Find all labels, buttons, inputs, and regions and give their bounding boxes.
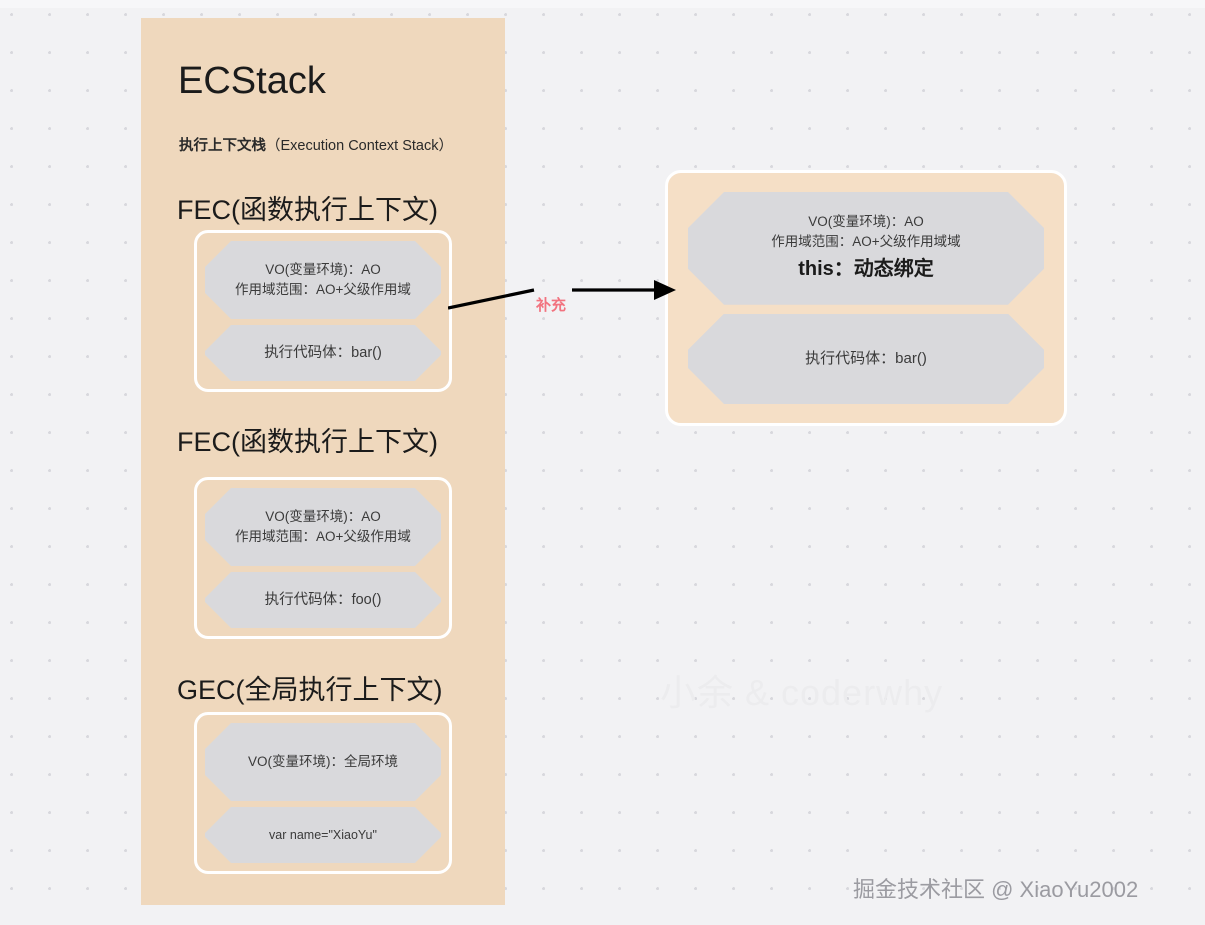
scope-line: 作用域范围：AO+父级作用域 bbox=[235, 529, 411, 544]
context-group-gec: VO(变量环境)：全局环境 var name="XiaoYu" bbox=[194, 712, 452, 874]
code-box-fec-foo: 执行代码体：foo() bbox=[205, 572, 441, 628]
vo-box-gec: VO(变量环境)：全局环境 bbox=[205, 723, 441, 801]
vo-line: VO(变量环境)：AO bbox=[265, 509, 381, 524]
context-heading-gec: GEC(全局执行上下文) bbox=[177, 675, 443, 705]
context-group-fec-foo: VO(变量环境)：AO 作用域范围：AO+父级作用域 执行代码体：foo() bbox=[194, 477, 452, 639]
scope-line: 作用域范围：AO+父级作用域 bbox=[235, 282, 411, 297]
vo-box-fec-foo: VO(变量环境)：AO 作用域范围：AO+父级作用域 bbox=[205, 488, 441, 566]
code-line: 执行代码体：foo() bbox=[264, 592, 382, 608]
ecstack-subtitle-cn: 执行上下文栈 bbox=[179, 138, 266, 154]
arrow-label: 补充 bbox=[536, 297, 567, 314]
vo-line: VO(变量环境)：全局环境 bbox=[248, 754, 398, 769]
context-group-fec-bar: VO(变量环境)：AO 作用域范围：AO+父级作用域 执行代码体：bar() bbox=[194, 230, 452, 392]
ecstack-title: ECStack bbox=[178, 60, 326, 102]
detail-vo-box: VO(变量环境)：AO 作用域范围：AO+父级作用域域 this：动态绑定 bbox=[688, 192, 1044, 305]
code-line: 执行代码体：bar() bbox=[264, 345, 382, 361]
detail-this-line: this：动态绑定 bbox=[798, 258, 934, 281]
code-line: var name="XiaoYu" bbox=[269, 828, 377, 842]
context-heading-fec-foo: FEC(函数执行上下文) bbox=[177, 427, 438, 457]
ecstack-subtitle: 执行上下文栈（Execution Context Stack） bbox=[179, 134, 453, 155]
supplement-arrow bbox=[448, 280, 676, 310]
code-box-fec-bar: 执行代码体：bar() bbox=[205, 325, 441, 381]
ecstack-subtitle-en: （Execution Context Stack） bbox=[266, 138, 453, 154]
vo-line: VO(变量环境)：AO bbox=[265, 262, 381, 277]
detail-panel: VO(变量环境)：AO 作用域范围：AO+父级作用域域 this：动态绑定 执行… bbox=[665, 170, 1067, 426]
context-heading-fec-bar: FEC(函数执行上下文) bbox=[177, 195, 438, 225]
detail-scope-line: 作用域范围：AO+父级作用域域 bbox=[771, 234, 961, 250]
top-edge-band bbox=[0, 0, 1205, 8]
corner-watermark: 掘金技术社区 @ XiaoYu2002 bbox=[853, 877, 1139, 902]
detail-code-box: 执行代码体：bar() bbox=[688, 314, 1044, 404]
vo-box-fec-bar: VO(变量环境)：AO 作用域范围：AO+父级作用域 bbox=[205, 241, 441, 319]
detail-code-line: 执行代码体：bar() bbox=[805, 349, 927, 367]
center-watermark: 小余 & coderwhy bbox=[660, 672, 944, 713]
detail-vo-line: VO(变量环境)：AO bbox=[808, 214, 924, 230]
ecstack-panel: ECStack 执行上下文栈（Execution Context Stack） … bbox=[141, 18, 505, 905]
code-box-gec: var name="XiaoYu" bbox=[205, 807, 441, 863]
